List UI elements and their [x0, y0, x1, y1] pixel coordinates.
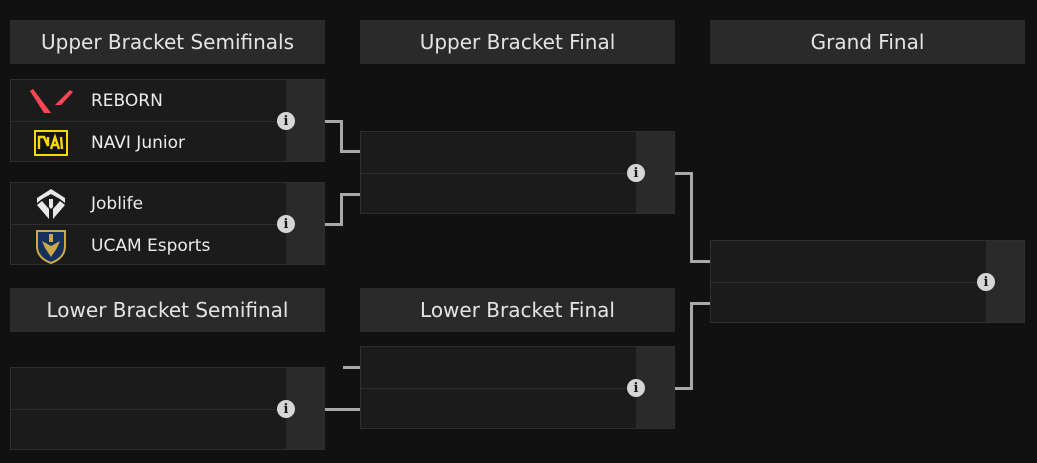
connector-line [325, 223, 342, 226]
info-icon[interactable]: i [977, 273, 995, 291]
connector-line [675, 387, 693, 390]
match-upper-semifinal-2[interactable]: Joblife UCAM Esports i [10, 182, 325, 265]
team-row-navi-junior[interactable]: NAVI Junior [11, 122, 288, 163]
team-row-empty[interactable] [361, 174, 638, 215]
team-row-joblife[interactable]: Joblife [11, 183, 288, 224]
match-info-column: i [277, 80, 324, 161]
connector-line [343, 366, 360, 369]
match-upper-semifinal-1[interactable]: REBORN NAVI Junior i [10, 79, 325, 162]
team-row-reborn[interactable]: REBORN [11, 80, 288, 121]
connector-line [340, 193, 343, 226]
row-divider [361, 388, 638, 389]
match-info-column: i [977, 241, 1024, 322]
header-lower-bracket-semifinal: Lower Bracket Semifinal [10, 288, 325, 332]
joblife-logo-icon [29, 187, 73, 221]
row-divider [11, 409, 288, 410]
header-grand-final: Grand Final [710, 20, 1025, 64]
info-icon[interactable]: i [627, 164, 645, 182]
connector-line [340, 150, 360, 153]
team-row-empty[interactable] [711, 283, 988, 324]
team-row-empty[interactable] [361, 347, 638, 388]
team-name-joblife: Joblife [91, 193, 144, 214]
team-row-empty[interactable] [361, 389, 638, 430]
team-name-navi-junior: NAVI Junior [91, 132, 185, 153]
connector-line [325, 120, 342, 123]
connector-line [340, 193, 360, 196]
team-row-empty[interactable] [361, 132, 638, 173]
header-lower-bracket-final: Lower Bracket Final [360, 288, 675, 332]
connector-line [690, 302, 693, 390]
match-info-column: i [277, 368, 324, 449]
info-icon[interactable]: i [277, 215, 295, 233]
info-icon[interactable]: i [277, 400, 295, 418]
connector-line [690, 260, 710, 263]
header-upper-bracket-final: Upper Bracket Final [360, 20, 675, 64]
row-divider [711, 282, 988, 283]
navi-logo-icon [29, 126, 73, 160]
match-upper-final[interactable]: i [360, 131, 675, 214]
info-icon[interactable]: i [627, 379, 645, 397]
match-lower-semifinal[interactable]: i [10, 367, 325, 450]
connector-line [340, 120, 343, 153]
ucam-shield-logo-icon [29, 229, 73, 264]
match-info-column: i [627, 347, 674, 428]
team-name-reborn: REBORN [91, 90, 163, 111]
row-divider [11, 121, 288, 122]
match-info-column: i [277, 183, 324, 264]
row-divider [11, 224, 288, 225]
header-upper-bracket-semifinals: Upper Bracket Semifinals [10, 20, 325, 64]
team-name-ucam-esports: UCAM Esports [91, 235, 211, 256]
connector-line [675, 172, 693, 175]
match-grand-final[interactable]: i [710, 240, 1025, 323]
valorant-v-logo-icon [29, 84, 73, 118]
connector-line [325, 408, 360, 411]
connector-line [690, 172, 693, 263]
match-lower-final[interactable]: i [360, 346, 675, 429]
team-row-empty[interactable] [11, 368, 288, 409]
team-row-ucam-esports[interactable]: UCAM Esports [11, 225, 288, 266]
match-info-column: i [627, 132, 674, 213]
info-icon[interactable]: i [277, 112, 295, 130]
team-row-empty[interactable] [711, 241, 988, 282]
connector-line [690, 302, 710, 305]
row-divider [361, 173, 638, 174]
team-row-empty[interactable] [11, 410, 288, 451]
